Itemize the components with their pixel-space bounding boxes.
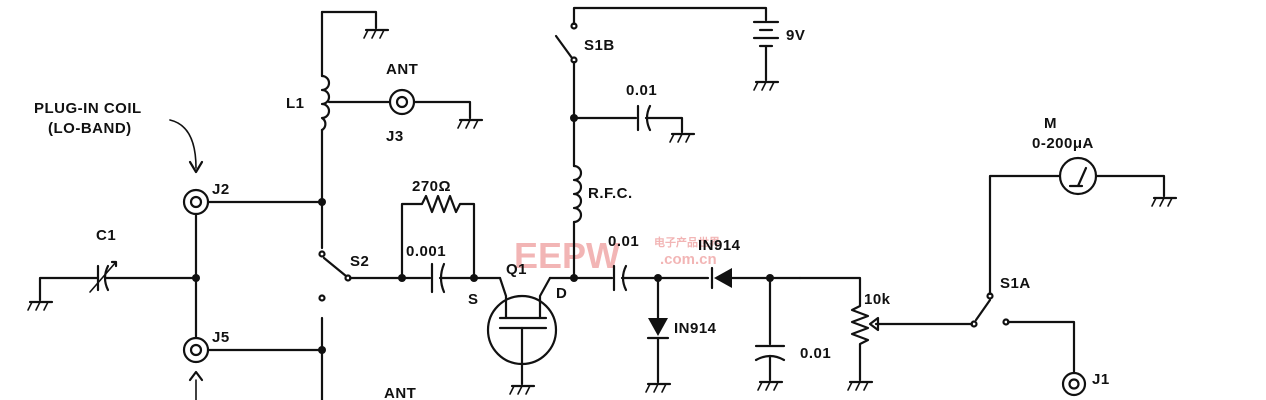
label-s2: S2 — [350, 253, 369, 270]
j3-antenna-jack — [388, 88, 472, 120]
ground-meter — [1151, 196, 1178, 207]
j5-jack — [182, 336, 324, 364]
r270-resistor — [400, 194, 476, 280]
label-meter-name: M — [1044, 115, 1057, 132]
ground-diode — [645, 382, 672, 393]
label-s1a: S1A — [1000, 275, 1031, 292]
l1-coil — [320, 10, 378, 250]
ground-battery — [753, 80, 780, 91]
label-l1: L1 — [286, 95, 305, 112]
diode-series-in914 — [710, 266, 802, 290]
pot-10k — [798, 276, 974, 382]
label-plugin-coil-1: PLUG-IN COIL — [34, 100, 142, 117]
s1a-switch — [970, 292, 1076, 374]
label-j1: J1 — [1092, 371, 1110, 388]
c001-coupling-capacitor — [572, 264, 710, 292]
ground-filter-cap — [757, 380, 784, 391]
battery-9v — [752, 20, 780, 82]
s2-switch — [318, 250, 404, 302]
s1b-switch — [554, 6, 768, 120]
diode-shunt-in914 — [646, 276, 670, 384]
meter-m — [988, 156, 1166, 296]
label-c001-bottom: 0.01 — [800, 345, 831, 362]
eepw-watermark: EEPW .com.cn 电子产品世界 — [514, 235, 720, 276]
j2-jack — [182, 188, 324, 216]
label-s-pin: S — [468, 291, 479, 308]
label-r270: 270Ω — [412, 178, 451, 195]
label-q1: Q1 — [506, 261, 527, 278]
c0001-capacitor — [400, 262, 476, 294]
label-diode-series: IN914 — [698, 237, 741, 254]
label-c001-top: 0.01 — [626, 82, 657, 99]
watermark-domain: .com.cn — [660, 251, 717, 268]
label-rfc: R.F.C. — [588, 185, 633, 202]
label-c0001: 0.001 — [406, 243, 446, 260]
rfc-choke — [572, 116, 583, 280]
j1-jack — [1061, 371, 1087, 397]
ground-l1-top — [363, 28, 390, 39]
ground-pot — [847, 380, 874, 391]
c001-filter-capacitor — [754, 276, 786, 382]
label-c001-mid: 0.01 — [608, 233, 639, 250]
label-plugin-coil-2: (LO-BAND) — [48, 120, 132, 137]
ground-c001-top — [669, 132, 696, 143]
label-ant-bottom: ANT — [384, 385, 416, 400]
q1-fet — [486, 276, 558, 386]
label-j2: J2 — [212, 181, 230, 198]
c1-variable-capacitor — [38, 260, 198, 302]
watermark-brand: EEPW — [514, 235, 620, 276]
c001-bypass-capacitor — [572, 104, 684, 134]
ground-j3 — [457, 118, 484, 129]
watermark-cn: 电子产品世界 — [654, 235, 720, 249]
label-diode-shunt: IN914 — [674, 320, 717, 337]
ground-c1 — [27, 300, 54, 311]
label-pot: 10k — [864, 291, 891, 308]
label-j5: J5 — [212, 329, 230, 346]
label-ant-top: ANT — [386, 61, 418, 78]
ground-q1 — [509, 384, 536, 395]
label-meter-range: 0-200μA — [1032, 135, 1094, 152]
label-c1: C1 — [96, 227, 116, 244]
label-9v: 9V — [786, 27, 805, 44]
label-d-pin: D — [556, 285, 567, 302]
label-j3: J3 — [386, 128, 404, 145]
label-s1b: S1B — [584, 37, 615, 54]
